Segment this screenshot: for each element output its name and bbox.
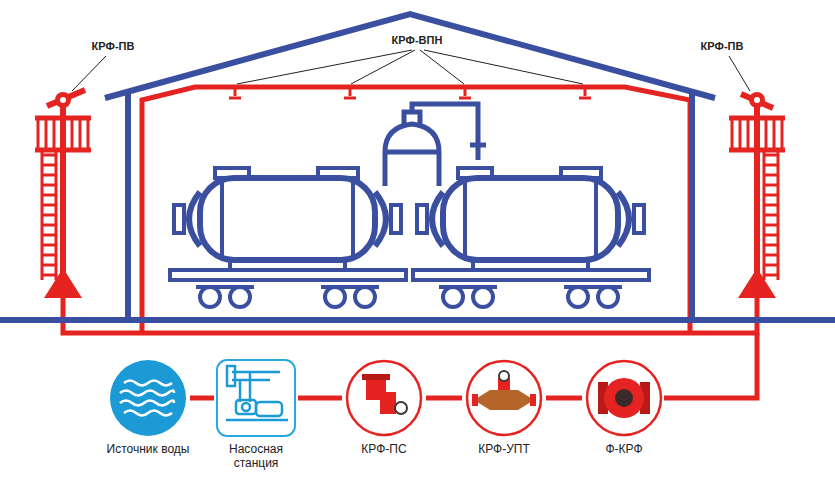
- leader-lines: [72, 50, 750, 91]
- pipe-network: [63, 87, 757, 398]
- flange-icon: [587, 361, 661, 435]
- callout-label: КРФ-ПВ: [699, 40, 746, 52]
- monitor-tower-left: [35, 90, 91, 298]
- callout-label: КРФ-ВПН: [390, 34, 445, 46]
- monitor-tower-right: [729, 92, 785, 298]
- tank-car: [170, 168, 406, 307]
- valve-unit-node: КРФ-УПТ: [462, 359, 546, 457]
- valve-icon: [347, 361, 421, 435]
- node-label: Источник воды: [106, 443, 190, 457]
- pipe-connector: [190, 396, 214, 401]
- pipe-connector: [546, 396, 582, 401]
- pipe-connector: [298, 396, 342, 401]
- callout-label: КРФ-ПВ: [90, 40, 137, 52]
- valve-node: КРФ-ПС: [342, 359, 426, 457]
- node-label: Ф-КРФ: [582, 443, 666, 457]
- node-label: Насосная станция: [214, 443, 298, 471]
- tank-car: [413, 168, 649, 307]
- sprinklers: [229, 88, 591, 98]
- water-source-node: Источник воды: [106, 359, 190, 457]
- loading-dome: [385, 104, 486, 186]
- flange-node: Ф-КРФ: [582, 359, 666, 457]
- pipe-connector: [426, 396, 462, 401]
- water-source-icon: [110, 360, 186, 436]
- valve-unit-icon: [467, 361, 541, 435]
- node-label: КРФ-УПТ: [462, 443, 546, 457]
- building-outline: [0, 14, 835, 320]
- pump-station-node: Насосная станция: [214, 359, 298, 471]
- node-label: КРФ-ПС: [342, 443, 426, 457]
- pump-station-icon: [217, 360, 295, 436]
